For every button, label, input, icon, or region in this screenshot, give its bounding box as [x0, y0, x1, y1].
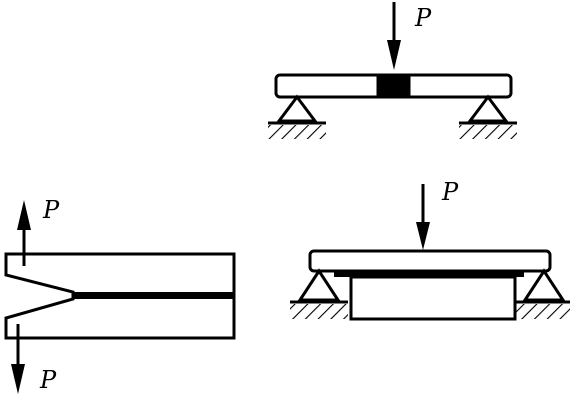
three-point-bend-specimen: P	[268, 2, 517, 139]
bonded-load-arrow	[416, 184, 430, 250]
top-load-arrow	[387, 2, 401, 70]
bonded-upper-beam	[308, 249, 552, 273]
bonded-right-support-icon	[515, 268, 570, 319]
dcb-lower-load-label: P	[39, 366, 57, 394]
bonded-load-label: P	[441, 178, 459, 206]
bonded-adhesive-layer	[334, 271, 524, 277]
dcb-bond-line	[73, 292, 234, 299]
bonded-left-support-icon	[290, 268, 348, 319]
bonded-beam-bend-specimen: P	[290, 178, 570, 321]
dcb-lower-load-arrow	[11, 324, 25, 394]
top-load-label: P	[414, 4, 432, 32]
dcb-upper-load-arrow	[17, 200, 31, 266]
dcb-outline	[4, 252, 236, 340]
top-right-support-icon	[459, 94, 517, 139]
top-bond-joint	[378, 75, 409, 97]
double-cantilever-specimen: P P	[4, 196, 236, 394]
bonded-lower-block	[349, 275, 517, 321]
top-left-support-icon	[268, 94, 326, 139]
dcb-upper-load-label: P	[42, 196, 60, 224]
